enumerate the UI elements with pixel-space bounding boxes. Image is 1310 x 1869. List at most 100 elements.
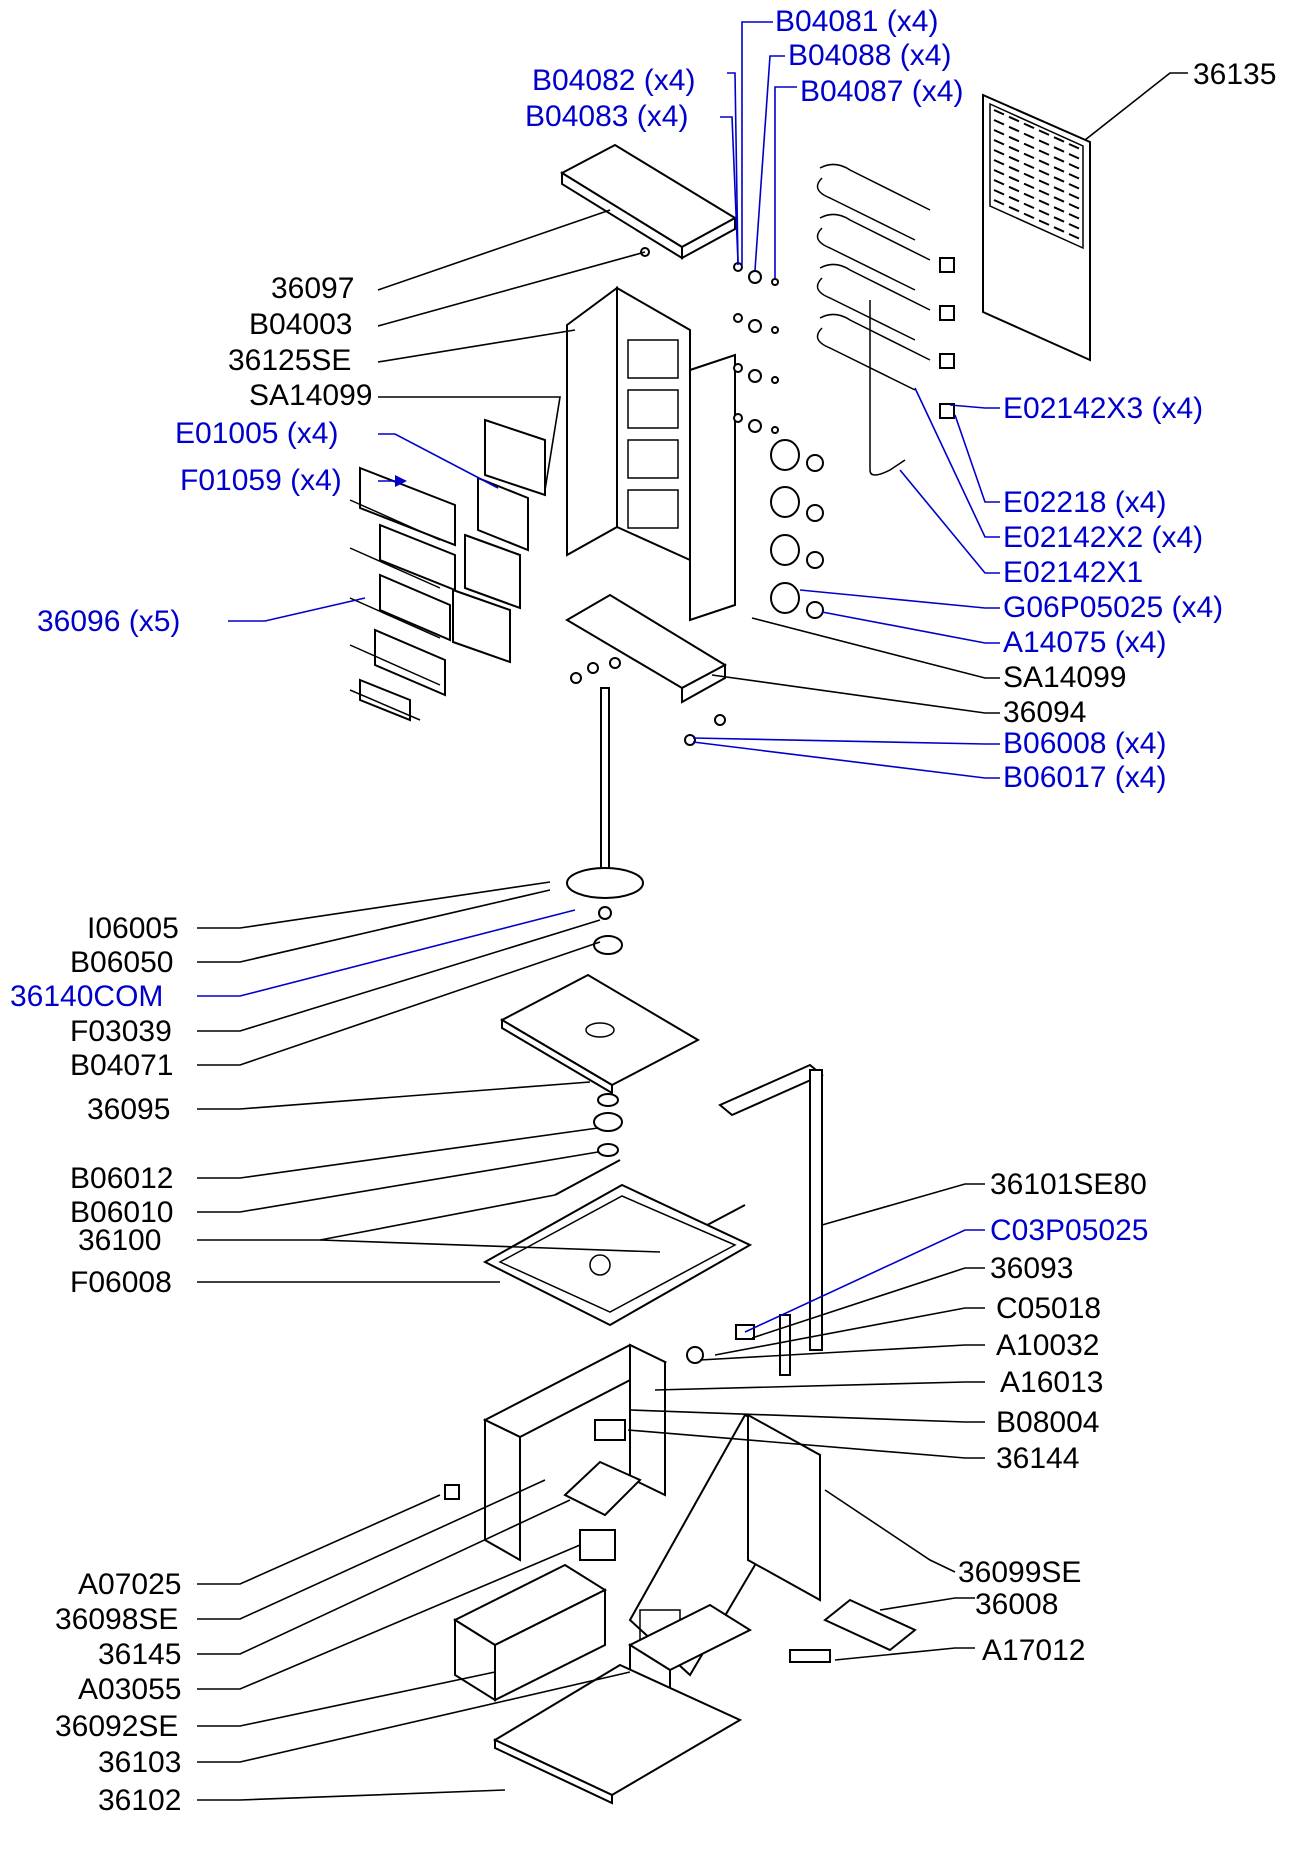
- grille-slot: [1053, 226, 1065, 233]
- grille-slot: [1008, 205, 1020, 213]
- label-36140COM: 36140COM: [10, 980, 163, 1013]
- grille-slot: [1023, 172, 1035, 180]
- grille-slot: [1023, 122, 1035, 130]
- label-B06010: B06010: [70, 1196, 173, 1229]
- grille-slot: [1053, 206, 1065, 213]
- label-E02142X3: E02142X3 (x4): [1003, 392, 1203, 425]
- grille-slot: [993, 129, 1005, 136]
- label-36094: 36094: [1003, 696, 1086, 729]
- label-36101SE80: 36101SE80: [990, 1168, 1147, 1201]
- part-36094-perforated-tray: [565, 593, 728, 704]
- part-B06008-fasteners: [570, 657, 726, 746]
- label-A07025: A07025: [78, 1568, 181, 1601]
- part-36145-hood: [563, 1460, 642, 1517]
- label-I06005: I06005: [87, 912, 179, 945]
- label-SA14099-mid: SA14099: [1003, 661, 1126, 694]
- grille-slot: [1038, 129, 1050, 136]
- label-A14075: A14075 (x4): [1003, 626, 1166, 659]
- grille-slot: [1038, 179, 1050, 186]
- label-E02142X2: E02142X2 (x4): [1003, 521, 1203, 554]
- label-36125SE: 36125SE: [228, 344, 351, 377]
- part-36101SE80-column: [718, 1063, 824, 1376]
- grille-slot: [993, 159, 1005, 166]
- grille-slot: [1008, 165, 1020, 173]
- grille-slot: [1008, 125, 1020, 133]
- part-E02142-heating-elements: [816, 163, 931, 476]
- parts-drawing: [349, 93, 1091, 1805]
- grille-slot: [1023, 162, 1035, 170]
- grille-slot: [993, 109, 1005, 116]
- grille-slot: [1038, 159, 1050, 166]
- grille-slot: [1023, 182, 1035, 190]
- label-36008: 36008: [975, 1588, 1058, 1621]
- grille-slot: [1008, 135, 1020, 143]
- part-F03039-bearing: [593, 935, 623, 955]
- part-36008-handle-bracket: [789, 1598, 917, 1663]
- label-36098SE: 36098SE: [55, 1603, 178, 1636]
- label-36144: 36144: [996, 1442, 1079, 1475]
- grille-slot: [1038, 199, 1050, 206]
- part-A03055-transformer: [579, 1529, 616, 1561]
- label-36092SE: 36092SE: [55, 1710, 178, 1743]
- grille-slot: [993, 189, 1005, 196]
- label-B04081: B04081 (x4): [775, 5, 938, 38]
- grille-slot: [1053, 176, 1065, 183]
- label-B06050: B06050: [70, 946, 173, 979]
- grille-slot: [1008, 145, 1020, 153]
- part-G06P05025-knob-plates: [770, 439, 800, 614]
- grille-slot: [1023, 132, 1035, 140]
- label-G06P05025: G06P05025 (x4): [1003, 591, 1223, 624]
- part-36140COM-turntable: [566, 687, 644, 920]
- grille-slot: [993, 179, 1005, 186]
- grille-slot: [993, 169, 1005, 176]
- grille-slot: [1038, 209, 1050, 216]
- label-36093: 36093: [990, 1252, 1073, 1285]
- part-fastener-column: [733, 262, 779, 434]
- label-36096: 36096 (x5): [37, 605, 180, 638]
- grille-slot: [993, 199, 1005, 206]
- label-B08004: B08004: [996, 1406, 1099, 1439]
- label-B04082: B04082 (x4): [532, 64, 695, 97]
- grille-slot: [1053, 186, 1065, 193]
- part-36125SE-frame: [566, 286, 736, 622]
- part-labels: B04081 (x4) B04088 (x4) B04082 (x4) B040…: [10, 5, 1276, 1817]
- label-F06008: F06008: [70, 1266, 172, 1299]
- label-A17012: A17012: [982, 1634, 1085, 1667]
- part-A14075-knobs: [806, 454, 824, 619]
- grille-slot: [1068, 183, 1080, 190]
- label-E02142X1: E02142X1: [1003, 556, 1143, 589]
- grille-slot: [1053, 156, 1065, 163]
- grille-slot: [1038, 149, 1050, 156]
- grille-slot: [1023, 142, 1035, 150]
- label-36103: 36103: [98, 1746, 181, 1779]
- label-E02218: E02218 (x4): [1003, 486, 1166, 519]
- part-36102-base-plate: [492, 1663, 743, 1805]
- label-A10032: A10032: [996, 1329, 1099, 1362]
- label-36100: 36100: [78, 1224, 161, 1257]
- grille-slot: [1023, 212, 1035, 220]
- part-E02142X3-terminals: [939, 257, 955, 419]
- label-B04003: B04003: [249, 308, 352, 341]
- label-C03P05025: C03P05025: [990, 1214, 1148, 1247]
- grille-slot: [1038, 139, 1050, 146]
- label-36102: 36102: [98, 1784, 181, 1817]
- grille-slot: [1053, 196, 1065, 203]
- label-C05018: C05018: [996, 1292, 1101, 1325]
- grille-slot: [1023, 152, 1035, 160]
- grille-slot: [1053, 166, 1065, 173]
- grille-slot: [1068, 143, 1080, 150]
- grille-slot: [1068, 223, 1080, 230]
- part-36095-base-tray: [499, 973, 701, 1095]
- grille-slot: [1053, 146, 1065, 153]
- grille-slot: [1008, 185, 1020, 193]
- part-A07025-switch: [444, 1484, 460, 1500]
- grille-slot: [1008, 155, 1020, 163]
- grille-slot: [1068, 213, 1080, 220]
- label-F03039: F03039: [70, 1015, 172, 1048]
- grille-slot: [1068, 193, 1080, 200]
- label-E01005: E01005 (x4): [175, 417, 338, 450]
- grille-slot: [993, 119, 1005, 126]
- part-E01005-window-frames: [452, 418, 546, 664]
- label-B06008: B06008 (x4): [1003, 727, 1166, 760]
